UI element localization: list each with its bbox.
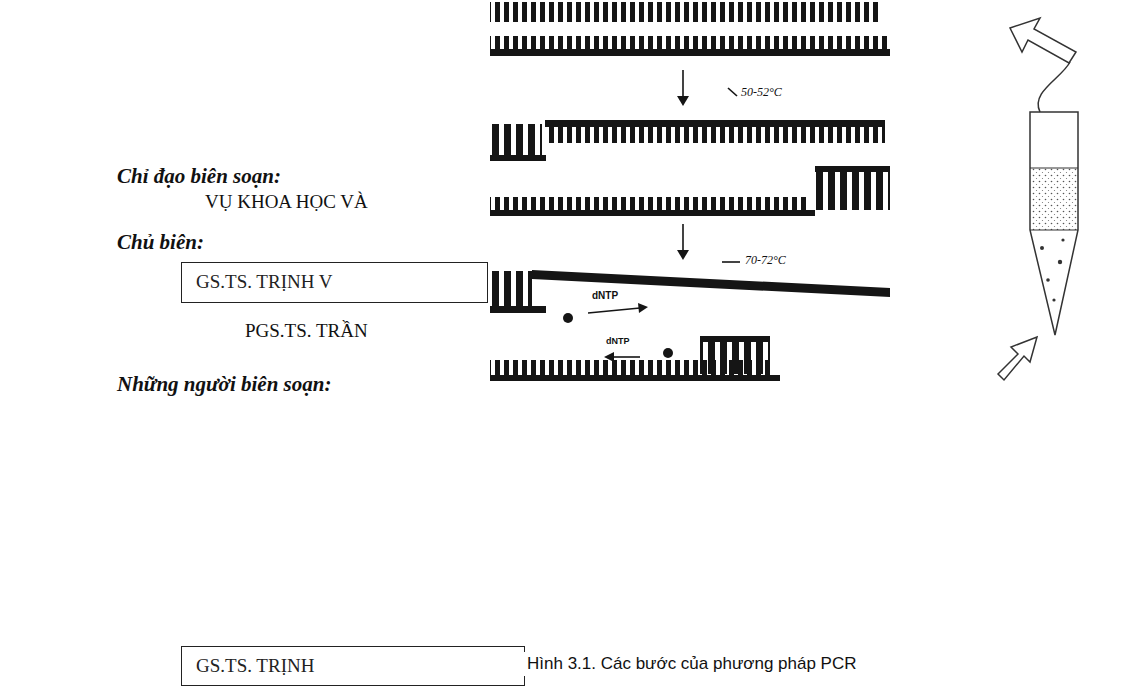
name-box: GS.TS. TRỊNH [181,646,525,686]
figure-caption: Hình 3.1. Các bước của phương pháp PCR [523,652,861,676]
pcr-tube [998,18,1078,380]
step-label: 70-72°C [745,254,786,268]
picture-ground [488,0,1124,648]
name-box: GS.TS. TRỊNH V [181,262,488,303]
step-label: dNTP [606,336,630,346]
credit-text: VỤ KHOA HỌC VÀ [205,191,368,213]
dna-strands [490,2,890,381]
author-name: GS.TS. TRỊNH V [196,271,473,294]
step-arrows [588,70,740,362]
credit-text: Những người biên soạn: [117,372,331,396]
credit-text: Chỉ đạo biên soạn: [117,164,281,188]
step-label: dNTP [592,290,618,302]
author-name: GS.TS. TRỊNH [196,655,510,678]
credit-text: PGS.TS. TRẦN [245,320,368,342]
step-label: 50-52°C [741,86,782,100]
credit-text: Chủ biên: [117,230,204,254]
